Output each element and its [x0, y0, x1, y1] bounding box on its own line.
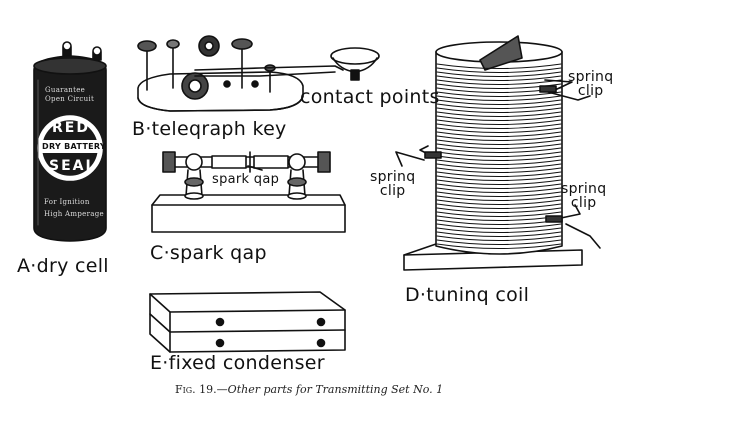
figure-number: Fig. 19. [175, 383, 217, 396]
dry-cell-battery [33, 41, 107, 242]
fixed-condenser [149, 291, 346, 353]
telegraph-key [137, 35, 380, 112]
battery-guarantee-text: Guarantee [45, 86, 86, 94]
tuning-coil [395, 35, 601, 271]
battery-open-circuit-text: Open Circuit [45, 95, 95, 103]
battery-amperage-text: High Amperage [44, 210, 104, 218]
spring-clip-top-word2: clip [577, 83, 604, 99]
spring-clip-left-word2: clip [379, 183, 406, 199]
battery-brand-seal: SEAL [49, 158, 97, 174]
figure-caption: Fig. 19.—Other parts for Transmitting Se… [175, 383, 443, 396]
spring-clip-top-word1: sprinq [568, 69, 614, 85]
label-telegraph-key: B·teleqraph key [132, 118, 287, 140]
label-spark-gap: C·spark qap [150, 242, 267, 264]
label-tuning-coil: D·tuninq coil [405, 284, 530, 306]
label-spring-clip-right: sprinq clip [561, 182, 606, 210]
battery-ignition-text: For Ignition [44, 198, 90, 206]
spring-clip-left-word1: sprinq [370, 169, 416, 185]
label-fixed-condenser: E·fixed condenser [150, 352, 325, 374]
battery-bottom-text: For Ignition High Amperage [44, 196, 104, 220]
label-spark-gap-inline: spark qap [212, 172, 280, 187]
label-contact-points: contact points [300, 86, 440, 108]
figure-caption-text: —Other parts for Transmitting Set No. 1 [216, 383, 444, 396]
label-spring-clip-left: sprinq clip [370, 170, 415, 198]
battery-top-text: Guarantee Open Circuit [45, 86, 94, 104]
battery-brand-dry-battery: DRY BATTERY [42, 142, 106, 151]
label-spring-clip-top: sprinq clip [568, 70, 613, 98]
label-dry-cell: A·dry cell [17, 255, 109, 277]
spark-gap [151, 151, 346, 233]
spring-clip-right-word2: clip [570, 195, 597, 211]
battery-brand-red: RED [52, 120, 90, 136]
spring-clip-right-word1: sprinq [561, 181, 607, 197]
